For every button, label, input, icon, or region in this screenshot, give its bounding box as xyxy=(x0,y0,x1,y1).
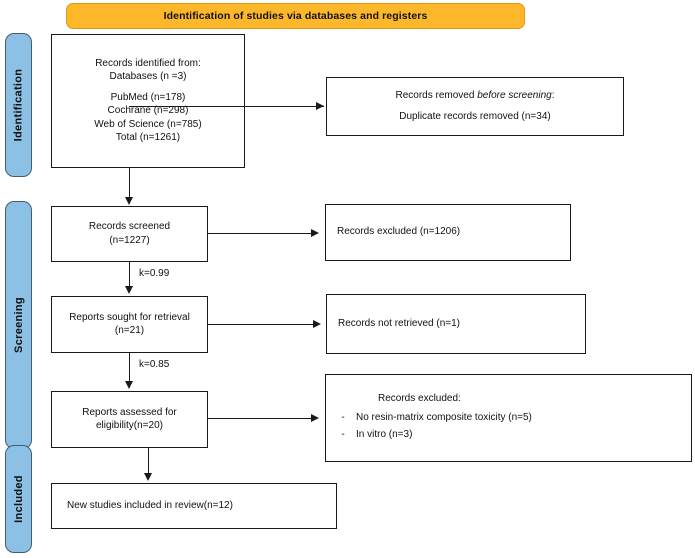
arrow-screened-to-excluded xyxy=(311,228,319,237)
records-removed-spacer xyxy=(327,103,623,110)
kappa-label-screening: k=0.99 xyxy=(139,268,170,279)
records-excluded-reasons-heading: Records excluded: xyxy=(378,392,461,404)
stage-rail-included: Included xyxy=(5,445,32,553)
records-screened-line-2: (n=1227) xyxy=(109,234,150,246)
connector-sought-to-not-retrieved xyxy=(208,324,318,326)
list-dash-icon: - xyxy=(341,429,345,440)
arrow-identified-to-screened xyxy=(125,197,133,205)
connector-identified-to-removed xyxy=(129,106,324,108)
arrow-assessed-to-excluded-reasons xyxy=(311,413,319,422)
records-removed-italic: before screening xyxy=(477,90,552,101)
arrow-assessed-to-included xyxy=(144,473,152,481)
box-reports-sought: Reports sought for retrieval (n=21) xyxy=(51,296,208,353)
records-removed-suffix: : xyxy=(551,90,555,101)
box-records-identified: Records identified from: Databases (n =3… xyxy=(51,34,245,168)
records-identified-line-6: Total (n=1261) xyxy=(115,132,181,143)
box-new-studies-included: New studies included in review(n=12) xyxy=(51,483,337,529)
connector-screened-to-sought xyxy=(129,262,131,288)
records-identified-line-3: PubMed (n=178) xyxy=(110,91,186,103)
box-records-removed: Records removed before screening: Duplic… xyxy=(326,77,624,136)
records-excluded-reason-text: No resin-matrix composite toxicity (n=5) xyxy=(356,411,532,423)
records-screened-line-1: Records screened xyxy=(88,221,171,232)
reports-sought-line-2: (n=21) xyxy=(114,325,145,336)
records-identified-line-2: Databases (n =3) xyxy=(109,71,187,82)
connector-sought-to-assessed xyxy=(129,353,131,383)
reports-assessed-line-1: Reports assessed for xyxy=(82,406,177,418)
connector-identified-to-screened xyxy=(129,168,131,199)
stage-rail-identification-label: Identification xyxy=(12,68,25,142)
records-excluded-reason-item: - No resin-matrix composite toxicity (n=… xyxy=(326,409,691,427)
arrow-screened-to-sought xyxy=(125,286,133,294)
connector-assessed-to-included xyxy=(148,448,150,475)
arrow-sought-to-not-retrieved xyxy=(313,319,321,328)
records-excluded-reason-text: In vitro (n=3) xyxy=(356,429,413,440)
records-removed-line-2: Duplicate records removed (n=34) xyxy=(399,110,551,122)
box-records-excluded-screening: Records excluded (n=1206) xyxy=(325,204,571,261)
records-not-retrieved-line-1: Records not retrieved (n=1) xyxy=(338,317,461,329)
records-removed-line-1: Records removed before screening: xyxy=(327,90,623,104)
list-dash-icon: - xyxy=(341,411,345,423)
stage-rail-identification: Identification xyxy=(5,33,32,177)
box-records-not-retrieved: Records not retrieved (n=1) xyxy=(326,294,586,354)
stage-rail-screening-label: Screening xyxy=(12,297,25,353)
arrow-sought-to-assessed xyxy=(125,381,133,389)
box-reports-assessed: Reports assessed for eligibility(n=20) xyxy=(51,391,208,448)
kappa-label-eligibility: k=0.85 xyxy=(139,359,170,370)
records-identified-line-4: Cochrane (n=298) xyxy=(107,105,189,116)
reports-assessed-line-2: eligibility(n=20) xyxy=(96,420,163,431)
records-excluded-screening-line-1: Records excluded (n=1206) xyxy=(337,226,461,238)
box-records-screened: Records screened (n=1227) xyxy=(51,206,208,262)
arrow-identified-to-removed xyxy=(316,101,324,110)
phase-banner-identification: Identification of studies via databases … xyxy=(66,3,525,29)
stage-rail-included-label: Included xyxy=(12,475,25,523)
connector-screened-to-excluded xyxy=(208,233,316,235)
connector-assessed-to-excluded-reasons xyxy=(208,418,314,420)
records-identified-line-1: Records identified from: xyxy=(95,57,201,69)
box-records-excluded-reasons: Records excluded: - No resin-matrix comp… xyxy=(325,374,692,462)
phase-banner-label: Identification of studies via databases … xyxy=(163,10,428,22)
new-studies-included-line-1: New studies included in review(n=12) xyxy=(67,499,233,511)
stage-rail-screening: Screening xyxy=(5,201,32,449)
records-excluded-reason-item: - In vitro (n=3) xyxy=(326,427,691,445)
records-identified-line-5: Web of Science (n=785) xyxy=(94,118,202,130)
records-identified-spacer xyxy=(52,84,244,91)
reports-sought-line-1: Reports sought for retrieval xyxy=(69,311,190,323)
records-removed-prefix: Records removed xyxy=(395,90,478,101)
